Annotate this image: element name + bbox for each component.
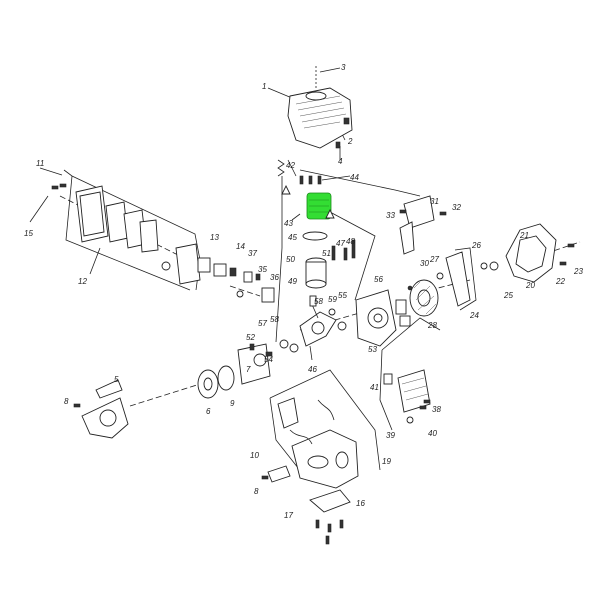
label-56: 56	[374, 275, 383, 284]
label-41: 41	[370, 383, 379, 392]
label-27: 27	[429, 255, 439, 264]
label-53: 53	[368, 345, 377, 354]
label-8-left: 8	[64, 397, 69, 406]
label-42: 42	[286, 161, 295, 170]
label-48: 48	[346, 237, 355, 246]
label-13: 13	[210, 233, 219, 242]
label-15: 15	[24, 229, 33, 238]
label-39: 39	[386, 431, 395, 440]
label-4: 4	[338, 157, 343, 166]
label-5: 5	[114, 375, 119, 384]
label-44: 44	[350, 173, 359, 182]
label-40: 40	[428, 429, 437, 438]
rope-starter-part	[73, 379, 129, 439]
piston-cylinder-highlight	[306, 192, 332, 220]
part-number-labels: 1 2 3 4 5 6 7 8 8 9 10 11 12 13 14 15 16…	[24, 63, 583, 520]
piston-parts	[302, 231, 356, 289]
label-43: 43	[284, 219, 293, 228]
label-49: 49	[288, 277, 297, 286]
label-26: 26	[471, 241, 481, 250]
label-54: 54	[264, 355, 273, 364]
crankshaft-part	[279, 295, 347, 361]
label-12: 12	[78, 277, 87, 286]
recoil-pulley-part	[197, 343, 273, 399]
label-58-left: 58	[270, 315, 279, 324]
label-17: 17	[284, 511, 293, 520]
muffler-part	[383, 369, 431, 424]
label-24: 24	[469, 311, 479, 320]
label-20: 20	[525, 281, 535, 290]
carburetor-part	[161, 243, 275, 303]
label-55: 55	[338, 291, 347, 300]
label-22: 22	[555, 277, 565, 286]
label-47: 47	[336, 239, 345, 248]
label-8-lower: 8	[254, 487, 259, 496]
label-25: 25	[503, 291, 513, 300]
small-studs-part	[277, 159, 335, 219]
starter-housing-part	[436, 223, 575, 307]
label-19: 19	[382, 457, 391, 466]
flywheel-part	[409, 279, 439, 317]
label-1: 1	[262, 82, 266, 91]
label-33: 33	[386, 211, 395, 220]
label-36: 36	[270, 273, 279, 282]
label-46: 46	[308, 365, 317, 374]
cylinder-head-part	[287, 87, 353, 149]
label-52: 52	[246, 333, 255, 342]
crankcase-part	[355, 285, 413, 347]
label-23: 23	[573, 267, 583, 276]
label-28: 28	[427, 321, 437, 330]
label-9: 9	[230, 399, 235, 408]
label-51: 51	[322, 249, 331, 258]
label-30: 30	[420, 259, 429, 268]
label-16: 16	[356, 499, 365, 508]
fuel-tank-part	[261, 397, 359, 545]
label-58-right: 58	[314, 297, 323, 306]
label-21: 21	[519, 231, 529, 240]
label-2: 2	[347, 137, 353, 146]
ignition-coil-part	[399, 195, 447, 255]
label-38: 38	[432, 405, 441, 414]
label-35: 35	[258, 265, 267, 274]
label-11: 11	[36, 159, 44, 168]
label-45: 45	[288, 233, 297, 242]
label-32: 32	[452, 203, 461, 212]
label-59: 59	[328, 295, 337, 304]
label-6: 6	[206, 407, 211, 416]
label-37: 37	[248, 249, 257, 258]
label-7: 7	[246, 365, 251, 374]
label-10: 10	[250, 451, 259, 460]
air-filter-cover-part	[51, 183, 159, 253]
label-14: 14	[236, 242, 245, 251]
label-57: 57	[258, 319, 267, 328]
label-31: 31	[430, 197, 439, 206]
label-50: 50	[286, 255, 295, 264]
label-3: 3	[341, 63, 346, 72]
